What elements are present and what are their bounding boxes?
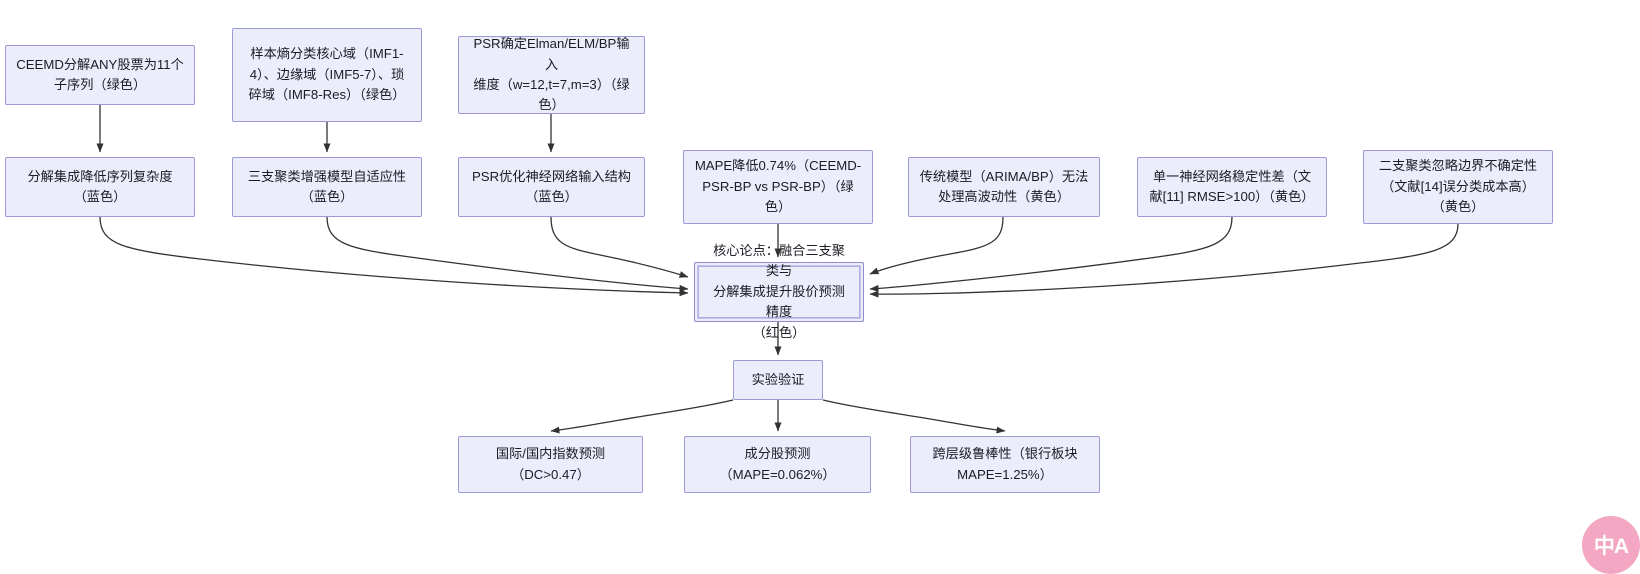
node-label: 分解集成降低序列复杂度 （蓝色） [27,168,173,204]
node-psr-input-dimension[interactable]: PSR确定Elman/ELM/BP输入 维度（w=12,t=7,m=3）（绿 色… [458,36,645,114]
edge-n12-n13 [550,399,734,434]
node-experimental-validation[interactable]: 实验验证 [733,360,823,400]
node-label: 单一神经网络稳定性差（文 献[11] RMSE>100）（黄色） [1149,168,1315,204]
edge-n6-n11 [550,216,689,278]
node-label: 三支聚类增强模型自适应性 （蓝色） [247,168,407,204]
node-index-forecast-result[interactable]: 国际/国内指数预测 （DC>0.47） [458,436,643,493]
edge-n8-n11 [869,216,1004,275]
node-mape-reduction-evidence[interactable]: MAPE降低0.74%（CEEMD- PSR-BP vs PSR-BP）（绿 色… [683,150,873,224]
node-label: 成分股预测 （MAPE=0.062%） [719,446,836,482]
node-sample-entropy-classification[interactable]: 样本熵分类核心域（IMF1- 4）、边缘域（IMF5-7）、琐 碎域（IMF8-… [232,28,422,122]
node-cross-level-robustness-result[interactable]: 跨层级鲁棒性（银行板块 MAPE=1.25%） [910,436,1100,493]
node-label: PSR确定Elman/ELM/BP输入 维度（w=12,t=7,m=3）（绿 色… [473,36,630,113]
node-constituent-stock-forecast-result[interactable]: 成分股预测 （MAPE=0.062%） [684,436,871,493]
node-label: 二支聚类忽略边界不确定性 （文献[14]误分类成本高） （黄色） [1378,158,1538,215]
node-two-way-clustering-gap[interactable]: 二支聚类忽略边界不确定性 （文献[14]误分类成本高） （黄色） [1363,150,1553,224]
node-label: PSR优化神经网络输入结构 （蓝色） [472,168,631,204]
node-label: 国际/国内指数预测 （DC>0.47） [495,446,606,482]
edge-n12-n15 [822,399,1006,434]
node-label: 跨层级鲁棒性（银行板块 MAPE=1.25%） [932,446,1078,482]
edge-n9-n11 [869,216,1233,292]
node-three-way-clustering-adaptivity[interactable]: 三支聚类增强模型自适应性 （蓝色） [232,157,422,217]
node-traditional-model-gap[interactable]: 传统模型（ARIMA/BP）无法 处理高波动性（黄色） [908,157,1100,217]
watermark-text: 中A [1593,535,1629,558]
node-label: 实验验证 [751,371,805,387]
node-label: 样本熵分类核心域（IMF1- 4）、边缘域（IMF5-7）、琐 碎域（IMF8-… [248,46,406,103]
node-psr-optimizes-network-input[interactable]: PSR优化神经网络输入结构 （蓝色） [458,157,645,217]
edge-n5-n11 [326,216,689,292]
node-label: 传统模型（ARIMA/BP）无法 处理高波动性（黄色） [919,168,1089,204]
edge-n4-n11 [99,216,689,297]
watermark-badge: 中A [1582,516,1640,574]
node-label: CEEMD分解ANY股票为11个 子序列（绿色） [16,56,184,92]
node-single-network-instability-gap[interactable]: 单一神经网络稳定性差（文 献[11] RMSE>100）（黄色） [1137,157,1327,217]
node-ceemd-decomposition[interactable]: CEEMD分解ANY股票为11个 子序列（绿色） [5,45,195,105]
node-label: 核心论点：融合三支聚类与 分解集成提升股价预测精度 （红色） [713,242,845,340]
node-decomposition-reduces-complexity[interactable]: 分解集成降低序列复杂度 （蓝色） [5,157,195,217]
edge-n10-n11 [869,223,1459,298]
node-core-claim[interactable]: 核心论点：融合三支聚类与 分解集成提升股价预测精度 （红色） [694,243,864,340]
node-label: MAPE降低0.74%（CEEMD- PSR-BP vs PSR-BP）（绿 色… [694,158,862,215]
